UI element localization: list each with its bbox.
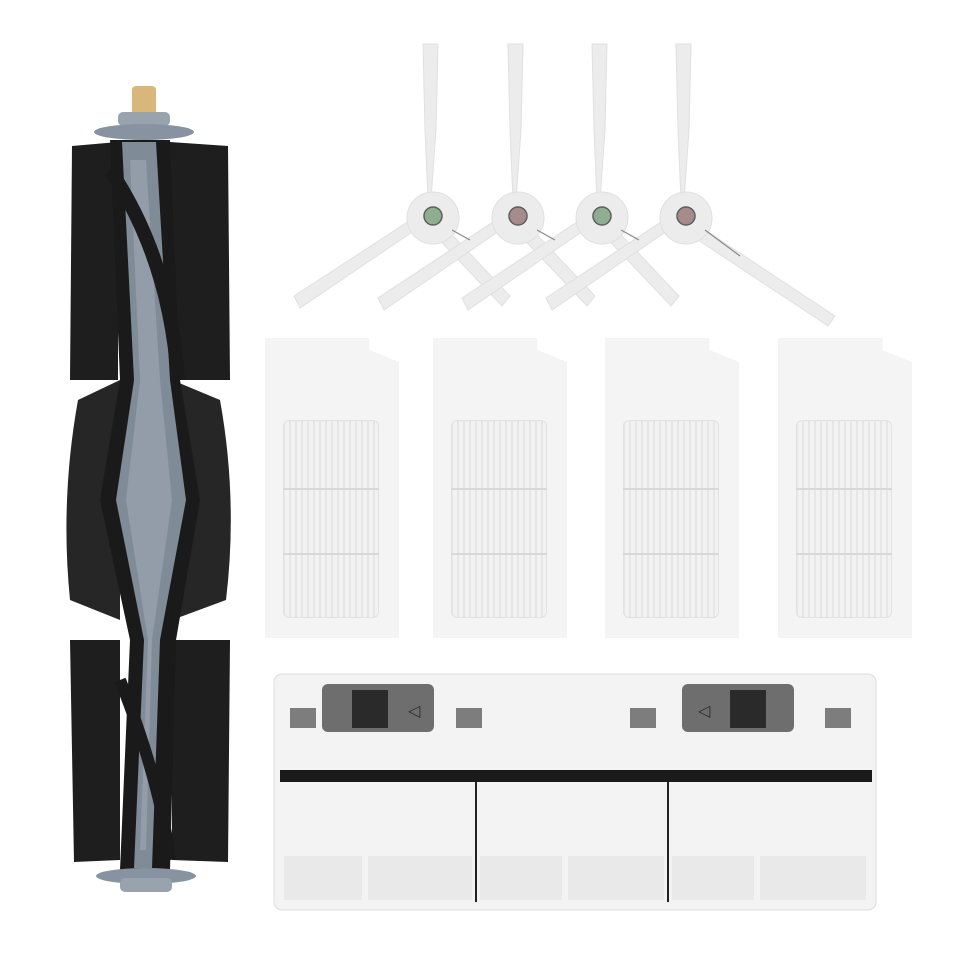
side-brush-hub-3 bbox=[592, 206, 612, 226]
hepa-filter-2 bbox=[433, 338, 567, 638]
main-roller-brush-graphic bbox=[66, 86, 231, 892]
side-brushes-graphic bbox=[293, 43, 836, 327]
side-brushes-group bbox=[280, 40, 840, 330]
side-brush-hub-2 bbox=[508, 206, 528, 226]
latch-arrow-right: ◁ bbox=[697, 701, 711, 720]
mop-tray: ◁ ◁ bbox=[270, 670, 880, 915]
main-roller-brush bbox=[60, 80, 240, 900]
hepa-filter-1 bbox=[265, 338, 399, 638]
hepa-filter-3 bbox=[605, 338, 739, 638]
mop-tray-graphic: ◁ ◁ bbox=[273, 673, 877, 911]
side-brush-hub-1 bbox=[423, 206, 443, 226]
hepa-filter-4 bbox=[778, 338, 912, 638]
latch-arrow-left: ◁ bbox=[407, 701, 421, 720]
side-brush-hub-4 bbox=[676, 206, 696, 226]
